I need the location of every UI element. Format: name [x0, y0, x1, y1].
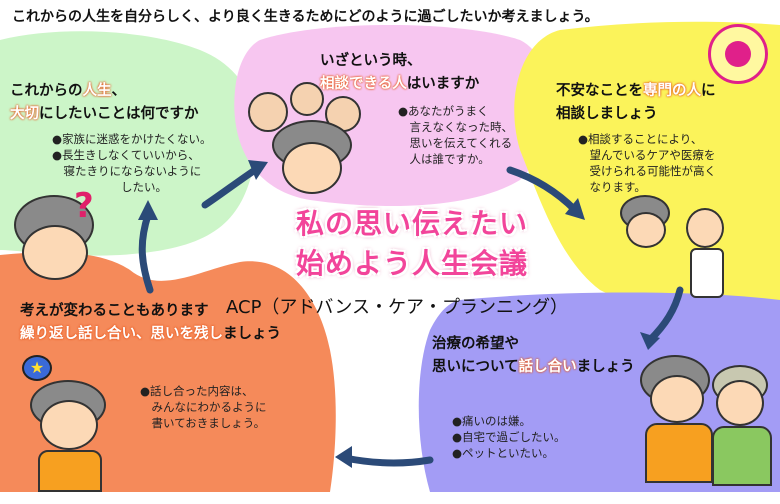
record-body: ●話し合った内容は、 みんなにわかるように 書いておきましょう。 — [140, 384, 267, 430]
discuss-body: ●痛いのは嫌。 ●自宅で過ごしたい。 ●ペットといたい。 — [452, 414, 566, 460]
values-heading: これからの人生、 大切にしたいことは何ですか — [10, 83, 199, 122]
arrow-to-yellow — [506, 166, 579, 214]
record-heading: 考えが変わることもあります 繰り返し話し合い、思いを残しましょう — [20, 303, 281, 342]
arrow-to-orange — [341, 454, 434, 467]
title-line-1: 私の思い伝えたい — [296, 207, 529, 240]
discuss-heading: 治療の希望や 思いについて話し合いましょう — [432, 336, 635, 375]
arrow-to-pink — [201, 166, 259, 209]
acp-subtitle: ACP（アドバンス・ケア・プランニング） — [226, 297, 568, 318]
hospital-logo — [708, 24, 768, 84]
title-line-2: 始めよう人生会議 — [296, 247, 529, 280]
values-body: ●家族に迷惑をかけたくない。 ●長生きしなくていいから、 寝たきりにならないよう… — [52, 132, 212, 194]
consult-body: ●相談することにより、 望んでいるケアや医療を 受けられる可能性が高く なります… — [578, 132, 716, 194]
person-body: ●あなたがうまく 言えなくなった時、 思いを伝えてくれる 人は誰ですか。 — [398, 104, 513, 166]
header-text: これからの人生を自分らしく、より良く生きるためにどのように過ごしたいか考えましょ… — [12, 9, 599, 25]
consult-heading: 不安なことを専門の人に 相談しましょう — [556, 83, 716, 122]
arrow-up — [138, 211, 154, 294]
person-heading: いざという時、 相談できる人はいますか — [320, 53, 480, 92]
